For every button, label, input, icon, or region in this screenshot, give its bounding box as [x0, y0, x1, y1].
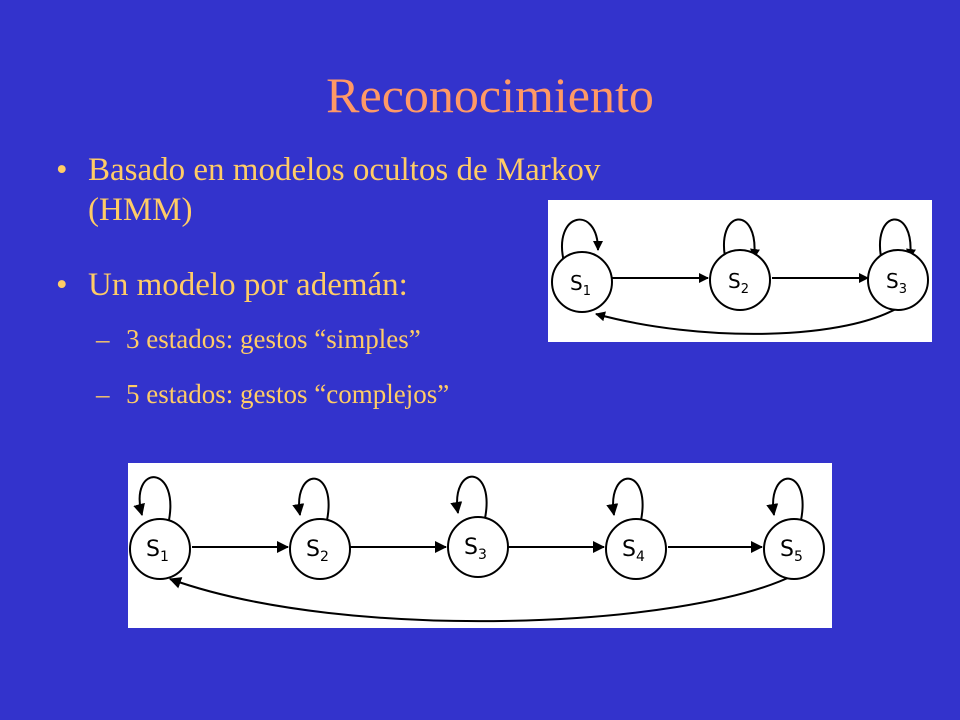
- bullet-text: Basado en modelos ocultos de Markov (HMM): [88, 150, 600, 230]
- hmm-5-states-svg: S1 S2 S3 S4 S5: [129, 475, 825, 623]
- state-s1: S1: [551, 251, 613, 313]
- state-s3: S3: [867, 249, 929, 311]
- state-s4: S4: [605, 518, 667, 580]
- bullet-text: Un modelo por ademán:: [88, 267, 408, 303]
- state-s2: S2: [289, 518, 351, 580]
- sub-bullet-marker: –: [96, 379, 110, 409]
- self-loop-s1: [133, 476, 172, 526]
- self-loop-s3: [450, 475, 488, 524]
- self-loop-s2: [292, 477, 330, 526]
- sub-bullet-complejos: –5 estados: gestos “complejos”: [96, 377, 449, 411]
- bullet-text-line1: Basado en modelos ocultos de Markov: [88, 152, 601, 188]
- svg-text:S1: S1: [570, 271, 591, 299]
- self-loop-s4: [606, 477, 644, 526]
- bullet-modelo: • Un modelo por ademán:: [56, 265, 408, 305]
- self-loop-s5: [766, 477, 804, 526]
- svg-text:S3: S3: [464, 535, 487, 563]
- self-loop-s1: [561, 218, 603, 263]
- svg-text:S2: S2: [728, 269, 749, 297]
- edge-s5-s1: [169, 574, 795, 623]
- self-loop-s2: [723, 218, 760, 263]
- sub-bullet-simples: –3 estados: gestos “simples”: [96, 322, 421, 356]
- hmm-3-states-svg: S1 S2 S3: [551, 218, 929, 335]
- slide-title: Reconocimiento: [326, 67, 654, 123]
- svg-text:S4: S4: [622, 537, 645, 565]
- svg-text:S3: S3: [886, 269, 907, 297]
- bullet-marker: •: [56, 152, 68, 188]
- edge-s3-s1: [595, 303, 905, 335]
- hmm-3-states-diagram: S1 S2 S3: [548, 200, 932, 342]
- state-s2: S2: [709, 249, 771, 311]
- sub-bullet-marker: –: [96, 324, 110, 354]
- state-s3: S3: [447, 516, 509, 578]
- bullet-marker: •: [56, 267, 68, 303]
- sub-bullet-text: 5 estados: gestos “complejos”: [126, 379, 450, 409]
- svg-text:S5: S5: [780, 537, 803, 565]
- sub-bullet-text: 3 estados: gestos “simples”: [126, 324, 421, 354]
- svg-text:S1: S1: [146, 537, 169, 565]
- bullet-text-line2: (HMM): [88, 192, 193, 228]
- self-loop-s3: [879, 218, 916, 263]
- hmm-5-states-diagram: S1 S2 S3 S4 S5: [128, 463, 832, 628]
- bullet-hmm: • Basado en modelos ocultos de Markov (HMM…: [56, 150, 600, 230]
- state-s5: S5: [763, 518, 825, 580]
- state-s1: S1: [129, 518, 191, 580]
- svg-text:S2: S2: [306, 537, 329, 565]
